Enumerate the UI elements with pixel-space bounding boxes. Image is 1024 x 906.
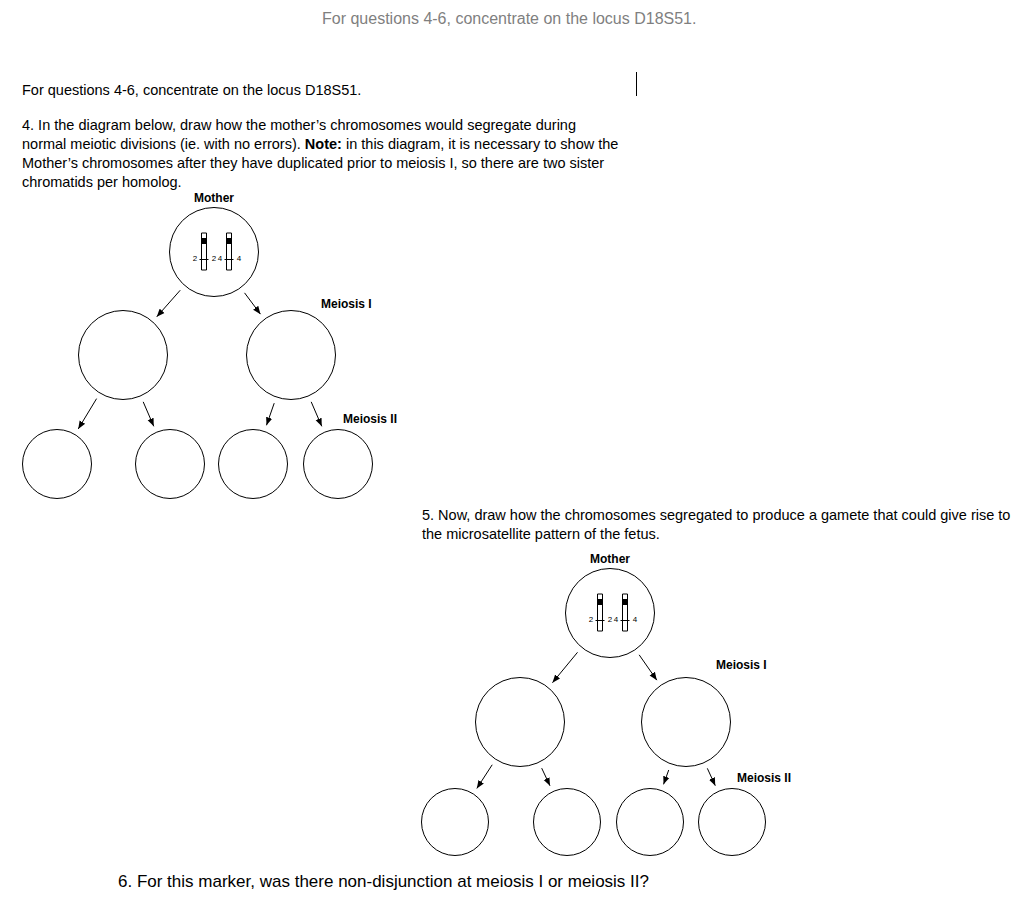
daughter-cell (533, 788, 601, 856)
cell-circle (247, 311, 336, 400)
stage-label: Meiosis II (737, 771, 791, 785)
cell-circle (136, 430, 205, 499)
duplicated-chromosome (596, 594, 605, 631)
cell-outline (565, 568, 655, 658)
cell-circle (566, 569, 655, 658)
division-arrow (542, 768, 550, 786)
daughter-cell (475, 677, 565, 767)
daughter-cell (78, 310, 168, 400)
division-arrow (664, 770, 669, 784)
cell-circle (79, 311, 168, 400)
cell-circle (534, 789, 601, 856)
allele-number: 2 (193, 255, 197, 263)
cell-circle (23, 430, 92, 499)
note-word: Note: (305, 136, 342, 152)
cell-circle (476, 678, 565, 767)
duplicated-chromosome (225, 233, 234, 270)
text-cursor (636, 72, 637, 96)
allele-number: 4 (237, 255, 241, 263)
division-arrow (552, 652, 577, 682)
duplicated-chromosome (200, 233, 209, 270)
cell-circle (219, 430, 288, 499)
division-arrow (245, 293, 261, 314)
cell-outline (169, 207, 259, 297)
daughter-cell (616, 788, 684, 856)
cell-outline (698, 788, 766, 856)
daughter-cell (698, 788, 766, 856)
cell-outline (475, 677, 565, 767)
cell-outline (641, 677, 731, 767)
question-text: 5. Now, draw how the chromosomes segrega… (422, 506, 1014, 544)
stage-label: Meiosis I (321, 297, 372, 311)
parent-cell: Mother2244 (565, 568, 655, 658)
cell-circle (642, 678, 731, 767)
daughter-cell (135, 429, 205, 499)
cell-outline (78, 310, 168, 400)
division-arrow (639, 655, 657, 680)
cell-outline (616, 788, 684, 856)
duplicated-chromosome (621, 594, 630, 631)
cell-circle (170, 208, 259, 297)
cell-circle (422, 789, 489, 856)
daughter-cell (22, 429, 92, 499)
daughter-cell (421, 788, 489, 856)
cell-outline (22, 429, 92, 499)
allele-number: 2 (608, 616, 612, 624)
stage-label: Meiosis II (343, 412, 397, 426)
question-text: 6. For this marker, was there non-disjun… (118, 872, 649, 892)
allele-number: 4 (218, 255, 222, 263)
cell-outline (303, 429, 373, 499)
intro-line: For questions 4-6, concentrate on the lo… (22, 82, 361, 99)
stage-label: Meiosis I (716, 658, 767, 672)
cell-label: Mother (194, 192, 234, 204)
page-heading: For questions 4-6, concentrate on the lo… (322, 10, 696, 28)
cell-circle (304, 430, 373, 499)
cell-label: Mother (590, 553, 630, 565)
division-arrow (311, 402, 322, 427)
parent-cell: Mother2244 (169, 207, 259, 297)
allele-number: 2 (212, 255, 216, 263)
division-arrow (477, 765, 492, 789)
allele-number: 2 (589, 616, 593, 624)
division-arrow (78, 399, 96, 429)
question-paragraph: 4. In the diagram below, draw how the mo… (22, 116, 620, 192)
cell-outline (421, 788, 489, 856)
cell-outline (218, 429, 288, 499)
division-arrow (143, 402, 154, 427)
cell-outline (135, 429, 205, 499)
daughter-cell (303, 429, 373, 499)
cell-circle (617, 789, 684, 856)
division-arrow (707, 768, 715, 785)
daughter-cell (641, 677, 731, 767)
cell-outline (533, 788, 601, 856)
division-arrow (266, 403, 274, 425)
daughter-cell (218, 429, 288, 499)
daughter-cell (246, 310, 336, 400)
allele-number: 4 (614, 616, 618, 624)
cell-circle (699, 789, 766, 856)
division-arrow (157, 290, 180, 317)
allele-number: 4 (633, 616, 637, 624)
cell-outline (246, 310, 336, 400)
